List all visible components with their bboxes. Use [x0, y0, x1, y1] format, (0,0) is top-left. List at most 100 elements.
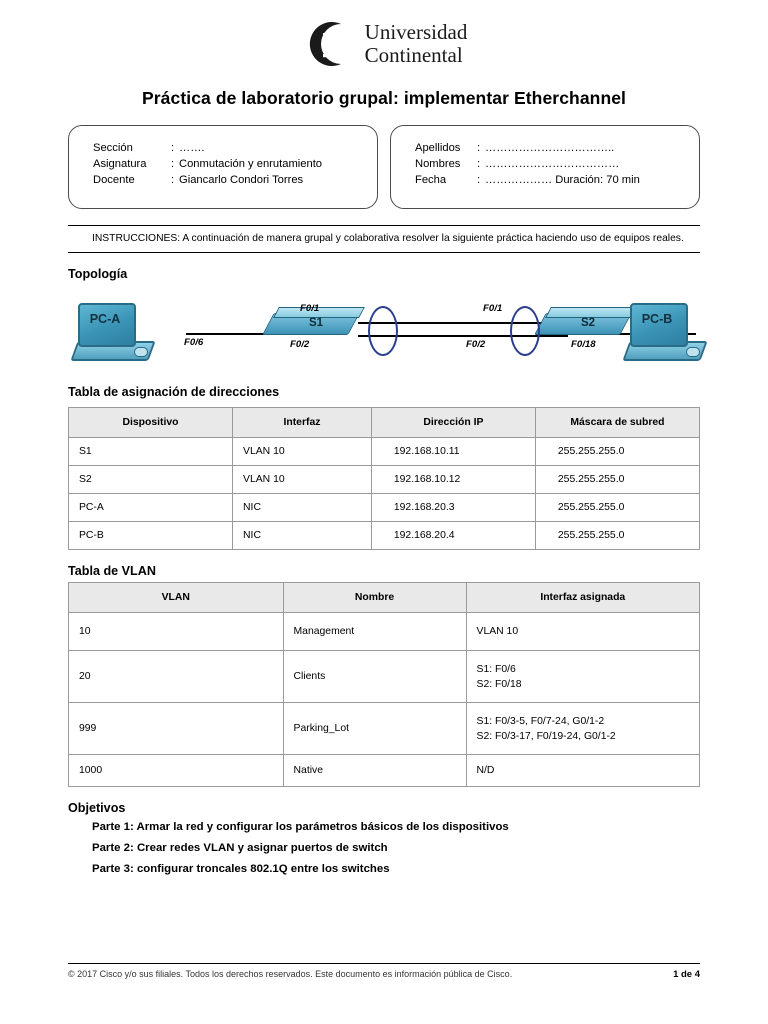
field-separator: : [477, 142, 481, 154]
pc-a-label: PC-A [89, 312, 121, 326]
heading-tabla-vlan: Tabla de VLAN [68, 564, 156, 578]
vlan-table: VLAN Nombre Interfaz asignada 10 Managem… [68, 582, 701, 787]
student-info-box: Apellidos : …………………………….. Nombres : …………… [390, 125, 700, 209]
cell-nombre: Parking_Lot [282, 702, 467, 755]
pc-monitor [630, 303, 688, 347]
cell-ip: 192.168.20.4 [370, 521, 536, 550]
th-vlan: VLAN [68, 582, 284, 613]
cell-interfaz: S1: F0/3-5, F0/7-24, G0/1-2 S2: F0/3-17,… [465, 702, 701, 755]
footer-copyright: © 2017 Cisco y/o sus filiales. Todos los… [68, 969, 513, 979]
field-value: ……………………………… [485, 158, 620, 170]
page-footer: © 2017 Cisco y/o sus filiales. Todos los… [68, 963, 700, 980]
link-s1-s2-bottom [358, 335, 568, 337]
objective-item: Parte 1: Armar la red y configurar los p… [92, 821, 509, 833]
field-seccion: Sección : ……. [93, 140, 359, 156]
cell-interfaz: VLAN 10 [465, 612, 701, 651]
port-label-s1-f02: F0/2 [290, 339, 310, 350]
address-assignment-table: Dispositivo Interfaz Dirección IP Máscar… [67, 407, 701, 550]
pc-mouse [134, 347, 148, 357]
table-row: 1000 Native N/D [68, 754, 701, 787]
cell-interfaz: VLAN 10 [232, 437, 372, 466]
interfaz-line: S1: F0/6 [476, 663, 516, 675]
page-title: Práctica de laboratorio grupal: implemen… [141, 88, 627, 108]
cell-interfaz: VLAN 10 [232, 465, 372, 494]
cell-interfaz: S1: F0/6 S2: F0/18 [465, 650, 701, 703]
cell-dispositivo: S2 [67, 465, 234, 494]
field-label: Nombres [415, 158, 461, 170]
cell-vlan: 20 [68, 650, 284, 703]
cell-interfaz: N/D [465, 754, 701, 787]
cell-dispositivo: S1 [67, 437, 234, 466]
cell-dispositivo: PC-A [67, 493, 234, 522]
th-dispositivo: Dispositivo [67, 407, 234, 438]
cell-interfaz: NIC [232, 493, 372, 522]
cell-mascara: 255.255.255.0 [534, 521, 701, 550]
interfaz-line: S2: F0/18 [476, 678, 522, 690]
field-label: Apellidos [415, 142, 461, 154]
objectives-list: Parte 1: Armar la red y configurar los p… [68, 821, 700, 875]
table-row: 20 Clients S1: F0/6 S2: F0/18 [68, 650, 701, 703]
logo-line-2: Continental [364, 43, 463, 67]
table-row: PC-A NIC 192.168.20.3 255.255.255.0 [67, 493, 701, 522]
field-separator: : [171, 174, 175, 186]
pc-mouse [686, 347, 700, 357]
trunk-ellipse-left [368, 306, 398, 356]
port-label-pcb: F0/18 [571, 339, 596, 350]
field-label: Docente [93, 174, 135, 186]
cell-interfaz: NIC [232, 521, 372, 550]
field-value: Giancarlo Condori Torres [179, 174, 304, 186]
field-label: Asignatura [93, 158, 147, 170]
table-header-row: VLAN Nombre Interfaz asignada [68, 582, 701, 613]
cell-mascara: 255.255.255.0 [534, 437, 701, 466]
th-interfaz-asignada: Interfaz asignada [465, 582, 701, 613]
table-row: 999 Parking_Lot S1: F0/3-5, F0/7-24, G0/… [68, 702, 701, 755]
cell-mascara: 255.255.255.0 [534, 465, 701, 494]
field-value: ……. [179, 142, 205, 154]
field-value: …………………………….. [485, 142, 615, 154]
field-label: Fecha [415, 174, 447, 186]
cell-vlan: 10 [68, 612, 284, 651]
heading-topologia: Topología [68, 267, 128, 281]
s2-label: S2 [580, 317, 596, 329]
objective-item: Parte 2: Crear redes VLAN y asignar puer… [92, 842, 388, 854]
heading-objetivos: Objetivos [68, 801, 126, 815]
cell-nombre: Native [282, 754, 467, 787]
footer-page-number: 1 de 4 [673, 969, 700, 980]
device-s2: S2 [534, 307, 637, 337]
th-nombre: Nombre [282, 582, 467, 613]
pc-monitor [78, 303, 136, 347]
interfaz-line: VLAN 10 [476, 626, 519, 637]
field-asignatura: Asignatura : Conmutación y enrutamiento [93, 156, 359, 172]
port-label-s2-f02: F0/2 [466, 339, 486, 350]
header-info-boxes: Sección : ……. Asignatura : Conmutación y… [68, 125, 700, 209]
link-s1-s2-top [358, 322, 568, 324]
cell-dispositivo: PC-B [67, 521, 234, 550]
objective-item: Parte 3: configurar troncales 802.1Q ent… [92, 863, 390, 875]
field-apellidos: Apellidos : …………………………….. [415, 140, 681, 156]
interfaz-line: S1: F0/3-5, F0/7-24, G0/1-2 [476, 715, 605, 727]
device-pc-b: PC-B [622, 303, 708, 361]
cell-mascara: 255.255.255.0 [534, 493, 701, 522]
port-label-pca: F0/6 [184, 337, 204, 348]
field-separator: : [171, 158, 175, 170]
port-label-s2-f01: F0/1 [483, 303, 503, 314]
field-label: Sección [93, 142, 133, 154]
field-separator: : [477, 158, 481, 170]
field-nombres: Nombres : ……………………………… [415, 156, 681, 172]
brand-logo: Universidad Continental [68, 0, 700, 70]
instructions-text: INSTRUCCIONES: A continuación de manera … [68, 225, 700, 253]
s1-label: S1 [308, 317, 324, 329]
link-pca-s1 [186, 333, 298, 335]
field-separator: : [477, 174, 481, 186]
interfaz-line: S2: F0/3-17, F0/19-24, G0/1-2 [476, 730, 616, 742]
table-row: PC-B NIC 192.168.20.4 255.255.255.0 [67, 521, 701, 550]
field-fecha: Fecha : ……………… Duración: 70 min [415, 172, 681, 188]
table-row: 10 Management VLAN 10 [68, 612, 701, 651]
course-info-box: Sección : ……. Asignatura : Conmutación y… [68, 125, 378, 209]
th-mascara: Máscara de subred [534, 407, 701, 438]
uc-logo-icon [301, 18, 353, 70]
table-header-row: Dispositivo Interfaz Dirección IP Máscar… [67, 407, 701, 438]
cell-vlan: 999 [68, 702, 284, 755]
th-direccion-ip: Dirección IP [370, 407, 536, 438]
